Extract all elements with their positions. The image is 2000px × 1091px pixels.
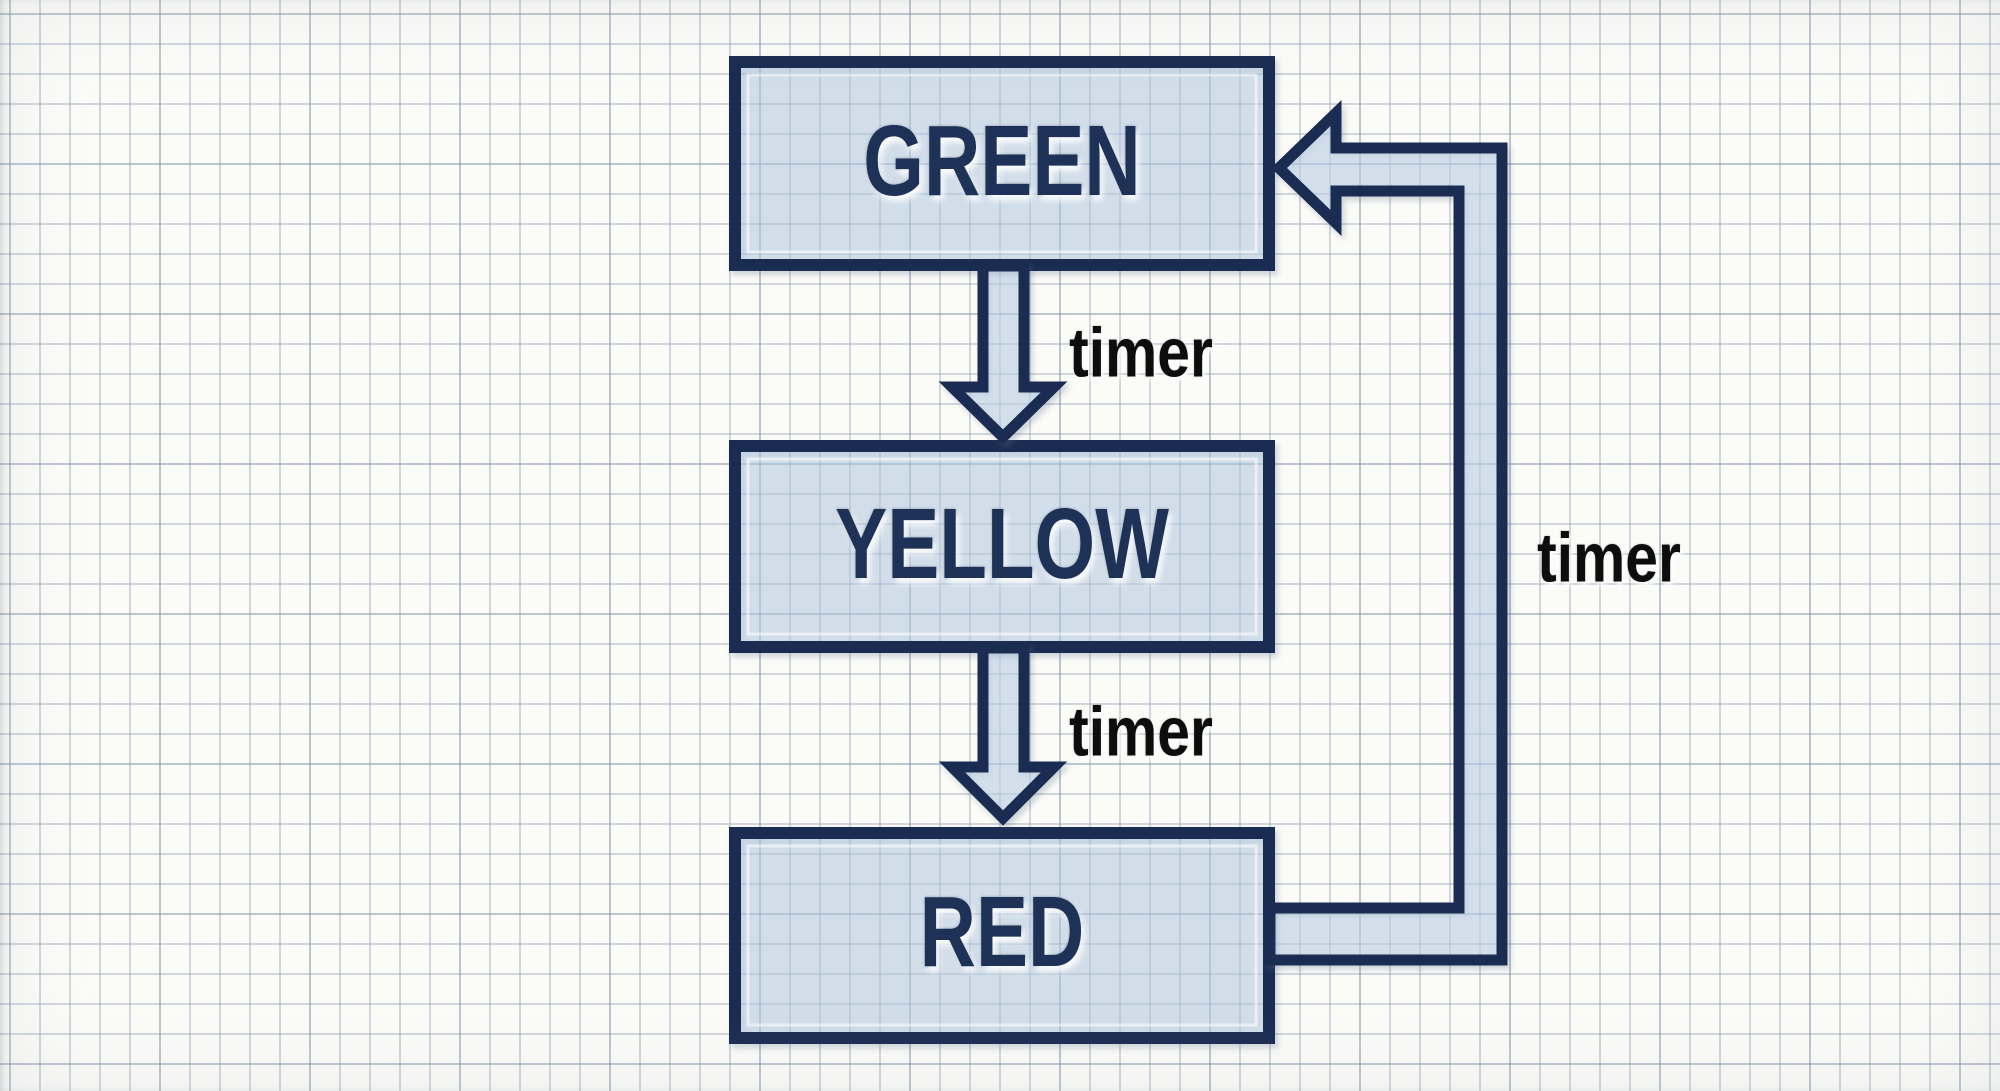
state-label-red: RED: [919, 876, 1085, 988]
state-label-yellow: YELLOW: [835, 488, 1169, 600]
transition-label-red-to-green: timer: [1537, 518, 1681, 597]
arrow-green-to-yellow: [938, 260, 1068, 445]
transition-label-green-to-yellow: timer: [1069, 313, 1213, 392]
state-box-red: [729, 827, 1275, 1044]
state-label-green: GREEN: [863, 105, 1141, 217]
arrow-yellow-to-red: [938, 642, 1068, 826]
state-box-red-bevel: [746, 844, 1258, 1027]
state-box-yellow-bevel: [746, 457, 1258, 636]
transition-label-yellow-to-red: timer: [1069, 692, 1213, 771]
state-box-green-bevel: [746, 73, 1258, 254]
arrow-red-to-green: [1264, 100, 1508, 966]
